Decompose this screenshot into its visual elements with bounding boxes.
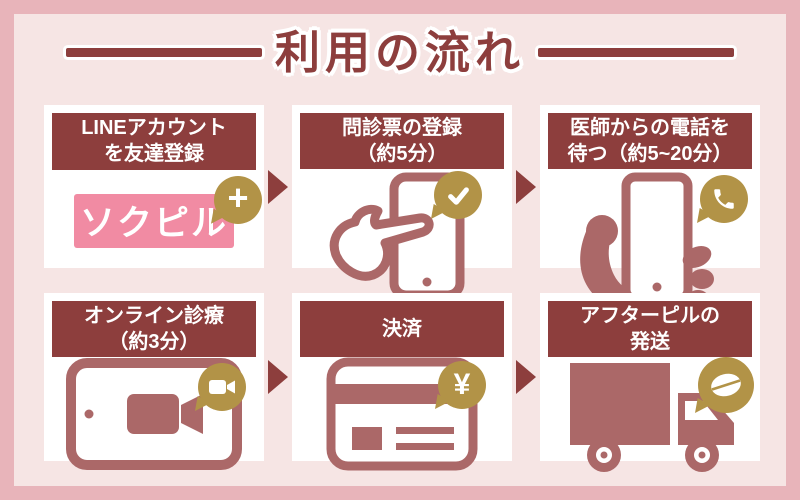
- flow-arrow-slot: [264, 105, 292, 268]
- step-header: オンライン診療 （約3分）: [52, 301, 256, 357]
- step-header: アフターピルの 発送: [548, 301, 752, 357]
- step-card-questionnaire: 問診票の登録 （約5分）: [292, 105, 512, 300]
- plus-bubble-icon: +: [214, 175, 262, 224]
- step-card-wait-call: 医師からの電話を 待つ（約5~20分）: [540, 105, 760, 317]
- delivery-truck-icon: [570, 363, 734, 472]
- step-header: 医師からの電話を 待つ（約5~20分）: [548, 113, 752, 169]
- video-camera-icon: [209, 380, 235, 394]
- step-icon-area: [292, 169, 512, 304]
- step-header: LINEアカウント を友達登録: [52, 113, 256, 170]
- check-icon: [447, 186, 469, 205]
- right-arrow-icon: [268, 360, 288, 394]
- flow-arrow-slot: [512, 293, 540, 461]
- sokupiru-logo: ソクピル: [74, 193, 234, 248]
- step-icon-area: ¥: [292, 357, 512, 471]
- flow-arrow-slot: [264, 293, 292, 461]
- yen-icon: ¥: [453, 368, 471, 401]
- hand-holding-smartphone-icon: [580, 172, 714, 317]
- pill-bubble-icon: [698, 357, 754, 413]
- title-row: 利用の流れ: [0, 30, 800, 75]
- title-right-rule: [538, 48, 734, 57]
- phone-call-icon: [714, 189, 734, 209]
- step-header: 問診票の登録 （約5分）: [300, 113, 504, 169]
- right-arrow-icon: [268, 169, 288, 204]
- phone-call-bubble-icon: [700, 175, 748, 223]
- right-arrow-icon: [516, 360, 536, 394]
- page-title: 利用の流れ: [274, 27, 525, 78]
- flow-arrow-slot: [512, 105, 540, 268]
- step-icon-area: ソクピル +: [44, 170, 264, 268]
- title-left-rule: [65, 48, 262, 57]
- right-arrow-icon: [516, 169, 536, 204]
- step-card-online-consultation: オンライン診療 （約3分）: [44, 293, 264, 470]
- check-bubble-icon: [434, 171, 482, 219]
- step-icon-area: [44, 357, 264, 471]
- step-card-line-register: LINEアカウント を友達登録 ソクピル +: [44, 105, 264, 268]
- flow-row-1: LINEアカウント を友達登録 ソクピル + 問診票の登録 （約5分）: [44, 105, 760, 317]
- step-icon-area: [540, 357, 760, 475]
- step-header: 決済: [300, 301, 504, 357]
- step-card-payment: 決済 ¥: [292, 293, 512, 471]
- video-consultation-tablet-icon: [66, 358, 242, 470]
- yen-bubble-icon: ¥: [438, 361, 486, 409]
- flow-row-2: オンライン診療 （約3分） 決済: [44, 293, 760, 472]
- pill-icon: [711, 373, 741, 397]
- video-bubble-icon: [198, 363, 246, 411]
- plus-icon: +: [227, 177, 249, 219]
- step-icon-area: [540, 169, 760, 317]
- step-card-shipping: アフターピルの 発送: [540, 293, 760, 472]
